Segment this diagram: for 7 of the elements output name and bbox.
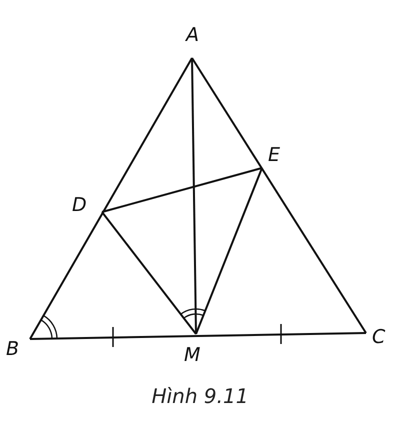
point-label: A xyxy=(186,26,199,45)
point-label: E xyxy=(268,146,280,165)
point-label: B xyxy=(6,340,20,359)
point-label: M xyxy=(184,346,200,365)
point-label: C xyxy=(372,328,386,347)
figure-caption: Hình 9.11 xyxy=(150,384,250,408)
point-label: D xyxy=(72,196,87,215)
